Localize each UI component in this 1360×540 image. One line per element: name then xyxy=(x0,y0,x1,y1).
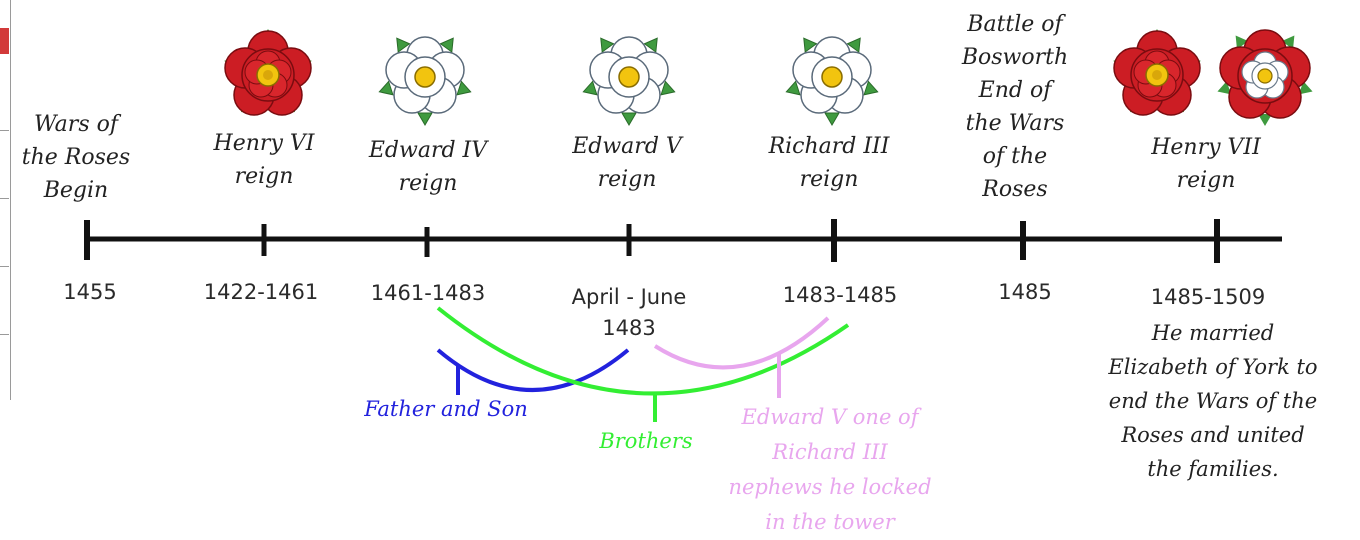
york-white-rose-icon xyxy=(582,36,676,126)
edge-tick xyxy=(0,130,9,131)
lancaster-red-rose-icon xyxy=(1113,29,1201,116)
lancaster-red-rose-icon xyxy=(224,29,312,116)
event-date-bosworth: 1485 xyxy=(998,280,1052,304)
relationship-label-nephews: Edward V one of Richard III nephews he l… xyxy=(728,405,932,534)
event-label-bosworth: Battle of Bosworth End of the Wars of th… xyxy=(961,12,1069,202)
edge-tick xyxy=(0,266,9,267)
event-label-henry-vi: Henry VI reign xyxy=(213,131,315,189)
relationship-label-brothers: Brothers xyxy=(599,429,693,453)
event-label-edward-v: Edward V reign xyxy=(572,134,682,192)
henry-vii-note: He married Elizabeth of York to end the … xyxy=(1108,321,1318,481)
event-label-richard-iii: Richard III reign xyxy=(768,134,890,192)
event-date-henry-vii: 1485-1509 xyxy=(1150,285,1266,309)
event-label-wars-begin: Wars of the Roses Begin xyxy=(21,112,131,203)
york-white-rose-icon xyxy=(785,36,879,126)
edge-red-mark xyxy=(0,28,9,54)
event-date-edward-v: April - June 1483 xyxy=(571,285,687,340)
event-date-henry-vi: 1422-1461 xyxy=(203,280,319,304)
brothers-arc xyxy=(436,306,850,396)
relationship-label-father-son: Father and Son xyxy=(364,397,528,421)
father-son-arc xyxy=(436,348,630,392)
edge-tick xyxy=(0,198,9,199)
edge-tick xyxy=(0,334,9,335)
nephews-arc xyxy=(653,316,830,370)
event-label-henry-vii: Henry VII reign xyxy=(1151,135,1261,193)
left-edge-border xyxy=(0,0,11,400)
event-date-wars-begin: 1455 xyxy=(63,280,117,304)
event-date-richard-iii: 1483-1485 xyxy=(782,283,898,307)
tudor-rose-icon xyxy=(1217,29,1313,126)
york-white-rose-icon xyxy=(378,36,472,126)
event-label-edward-iv: Edward IV reign xyxy=(368,138,488,196)
event-date-edward-iv: 1461-1483 xyxy=(370,281,486,305)
